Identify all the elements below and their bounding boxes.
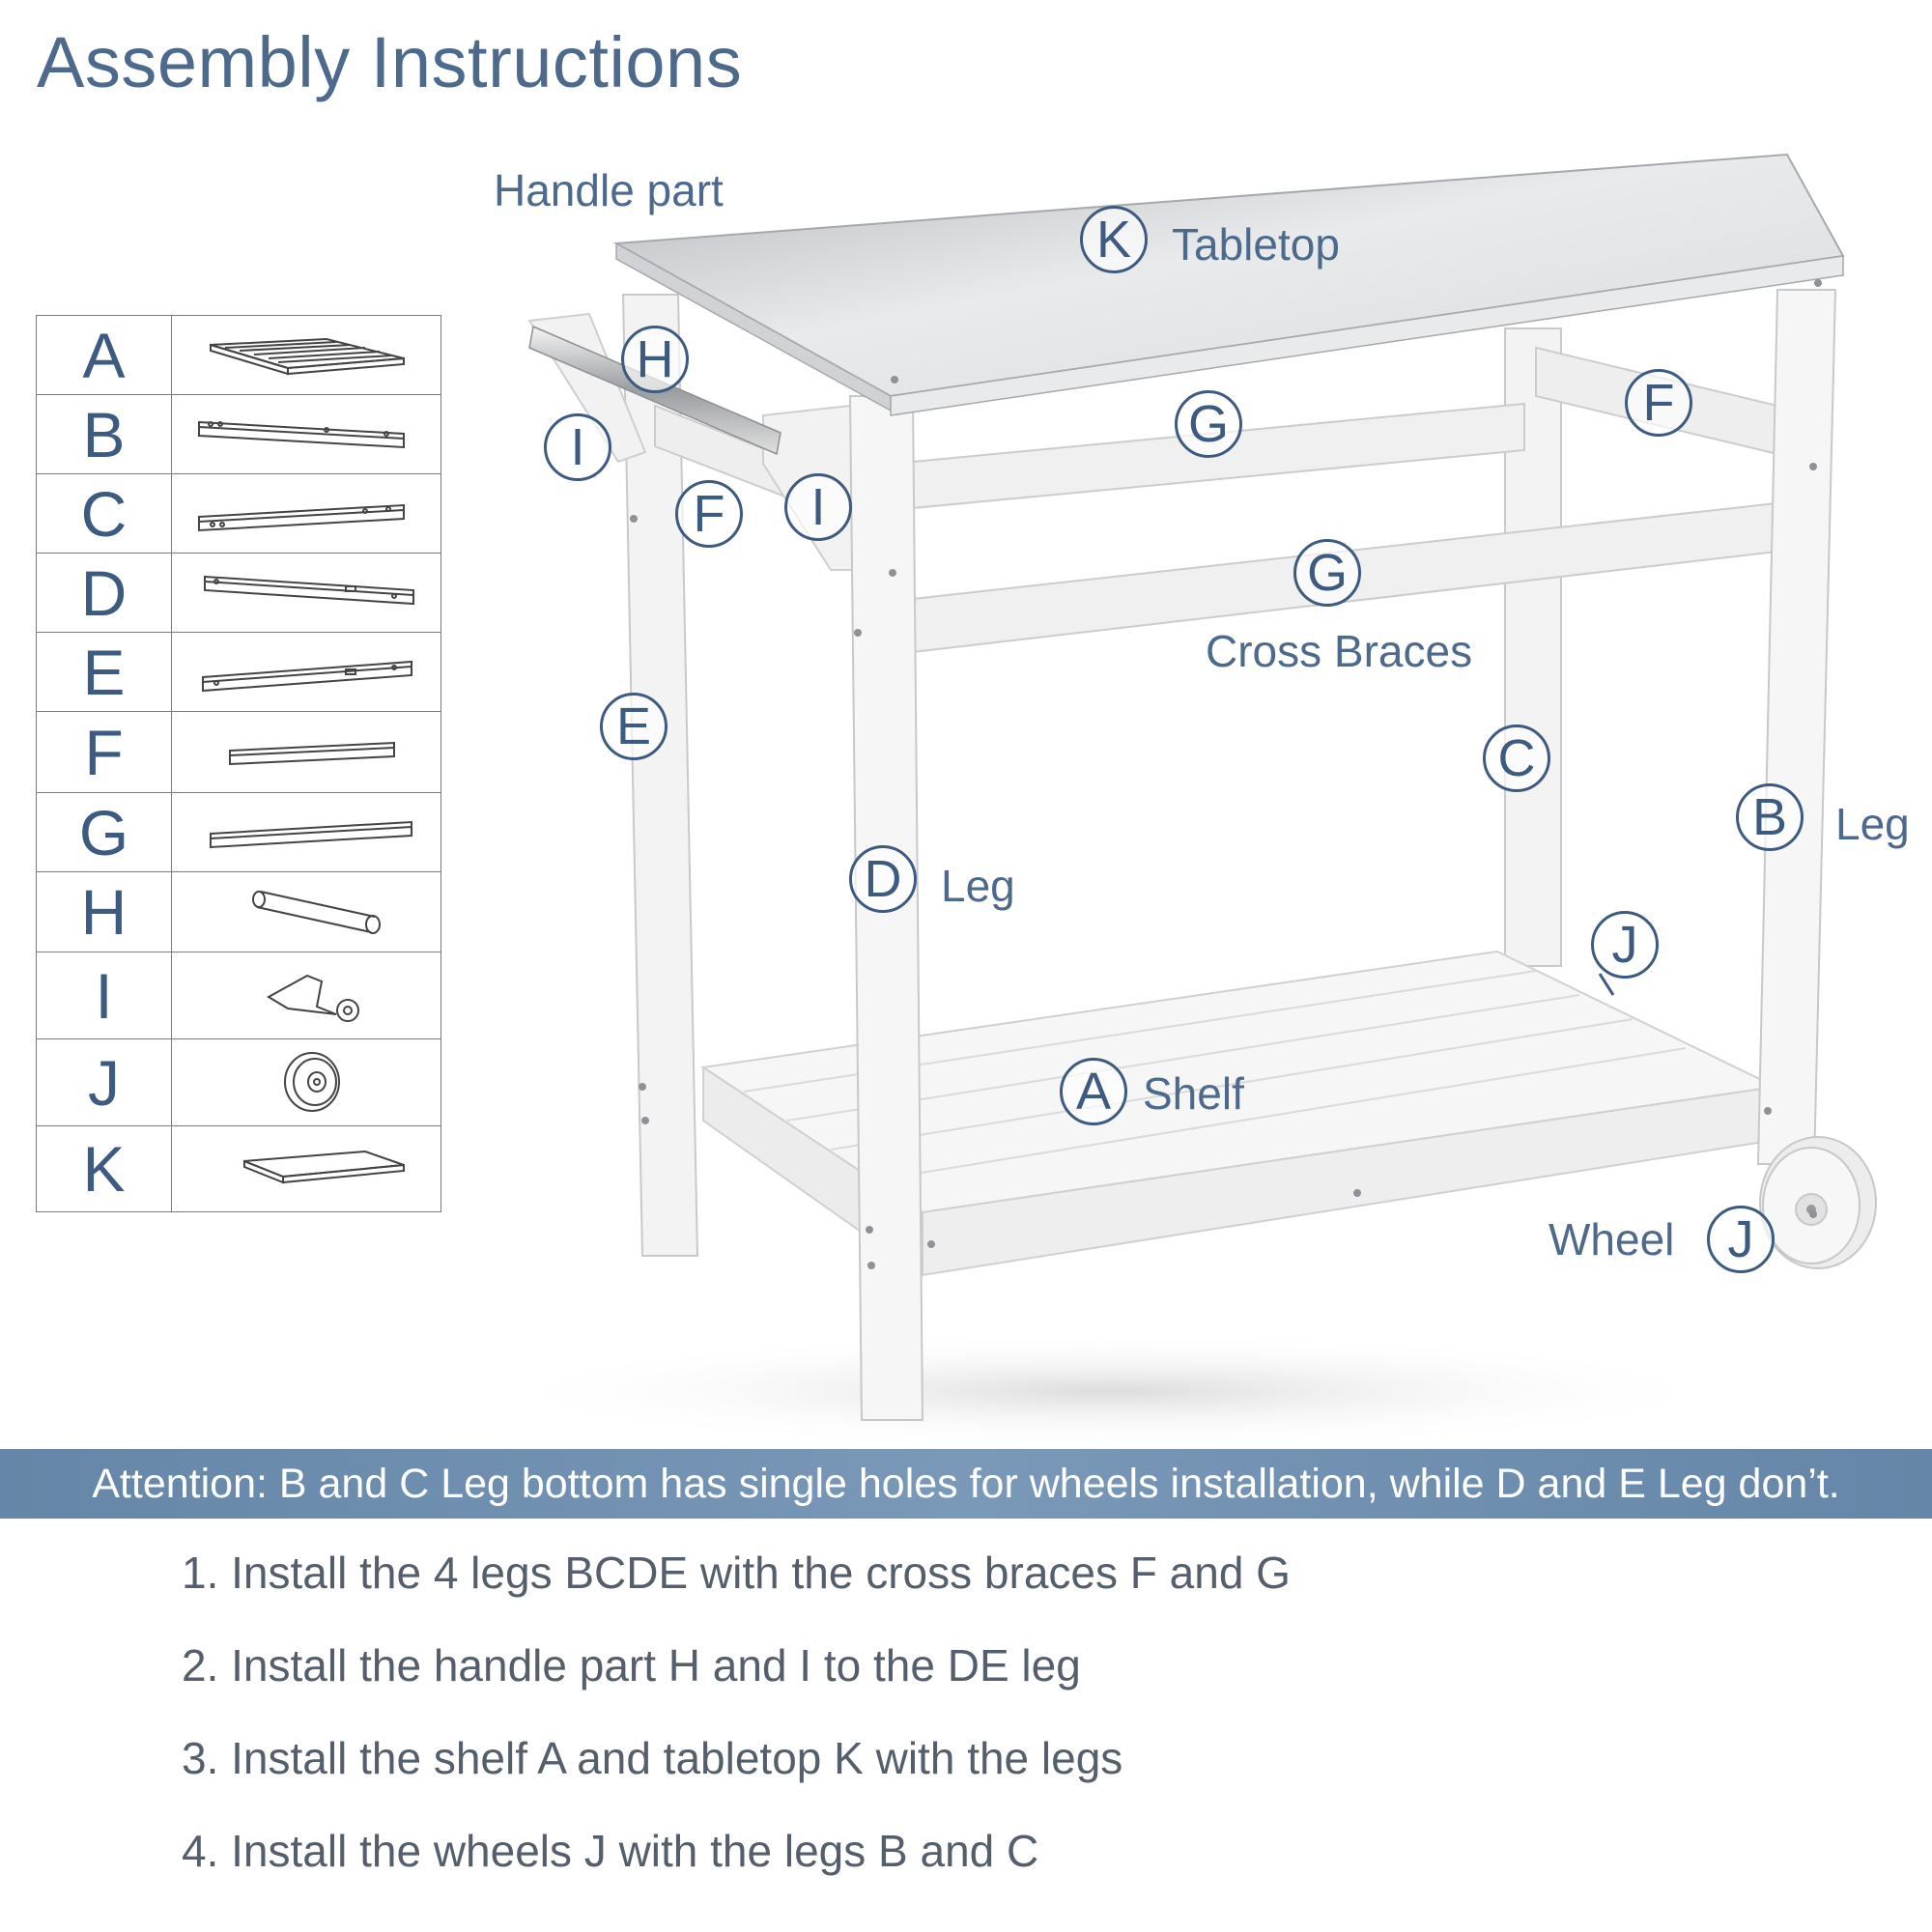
- wheel-label: Wheel: [1548, 1214, 1675, 1264]
- callout-j-bottom: J: [1707, 1206, 1775, 1273]
- leg-b-label: Leg: [1835, 799, 1910, 849]
- part-letter: B: [36, 394, 172, 474]
- part-letter: H: [36, 871, 172, 952]
- wheel-icon: [171, 1038, 441, 1126]
- part-letter: J: [36, 1038, 172, 1126]
- callout-g-bottom: G: [1293, 539, 1361, 607]
- steps-list: 1. Install the 4 legs BCDE with the cros…: [182, 1546, 1291, 1917]
- part-row: H: [36, 871, 441, 952]
- callout-f-left: F: [675, 480, 743, 548]
- part-letter: G: [36, 792, 172, 872]
- callout-g-top: G: [1175, 390, 1242, 458]
- part-row: B: [36, 394, 441, 474]
- part-row: J: [36, 1038, 441, 1126]
- part-letter: F: [36, 711, 172, 793]
- page-title: Assembly Instructions: [37, 22, 743, 102]
- part-letter: I: [36, 952, 172, 1039]
- part-row: D: [36, 553, 441, 633]
- tabletop-label: Tabletop: [1172, 219, 1340, 270]
- leg-e: [621, 294, 699, 1257]
- callout-d: D: [849, 845, 917, 913]
- handle-part-label: Handle part: [494, 165, 724, 215]
- tabletop-icon: [171, 1125, 441, 1212]
- leg-d-icon: [171, 553, 441, 633]
- leg-d-label: Leg: [941, 861, 1015, 911]
- leg-c-icon: [171, 473, 441, 554]
- part-row: E: [36, 632, 441, 712]
- callout-k: K: [1080, 206, 1148, 273]
- step-item: 4. Install the wheels J with the legs B …: [182, 1826, 1039, 1876]
- short-brace-icon: [171, 711, 441, 793]
- callout-i-right: I: [784, 473, 852, 541]
- part-row: K: [36, 1125, 441, 1212]
- callout-i-left: I: [544, 413, 611, 481]
- parts-table: A B C: [36, 315, 441, 1212]
- leg-e-icon: [171, 632, 441, 712]
- attention-banner: Attention: B and C Leg bottom has single…: [0, 1449, 1932, 1519]
- callout-c: C: [1483, 724, 1550, 792]
- callout-a: A: [1060, 1058, 1127, 1125]
- handle-bar-icon: [171, 871, 441, 952]
- part-letter: K: [36, 1125, 172, 1212]
- shelf-label: Shelf: [1143, 1068, 1244, 1119]
- callout-j-top: J: [1591, 911, 1659, 979]
- part-letter: E: [36, 632, 172, 712]
- part-row: F: [36, 711, 441, 793]
- step-item: 2. Install the handle part H and I to th…: [182, 1640, 1081, 1690]
- cross-braces-label: Cross Braces: [1206, 626, 1473, 676]
- part-row: G: [36, 792, 441, 872]
- leg-b-icon: [171, 394, 441, 474]
- wheel: [1759, 1136, 1877, 1269]
- shelf-panel-icon: [171, 315, 441, 395]
- step-item: 1. Install the 4 legs BCDE with the cros…: [182, 1548, 1291, 1598]
- long-brace-icon: [171, 792, 441, 872]
- tabletop: [612, 153, 1845, 416]
- step-item: 3. Install the shelf A and tabletop K wi…: [182, 1733, 1123, 1783]
- part-row: I: [36, 952, 441, 1039]
- part-row: C: [36, 473, 441, 554]
- part-letter: C: [36, 473, 172, 554]
- callout-b: B: [1736, 783, 1804, 851]
- callout-e: E: [600, 693, 668, 760]
- cart-illustration: [483, 153, 1877, 1449]
- handle-bracket-icon: [171, 952, 441, 1039]
- callout-h: H: [621, 326, 689, 393]
- callout-f-right: F: [1625, 369, 1692, 437]
- part-letter: A: [36, 315, 172, 395]
- part-row: A: [36, 315, 441, 395]
- part-letter: D: [36, 553, 172, 633]
